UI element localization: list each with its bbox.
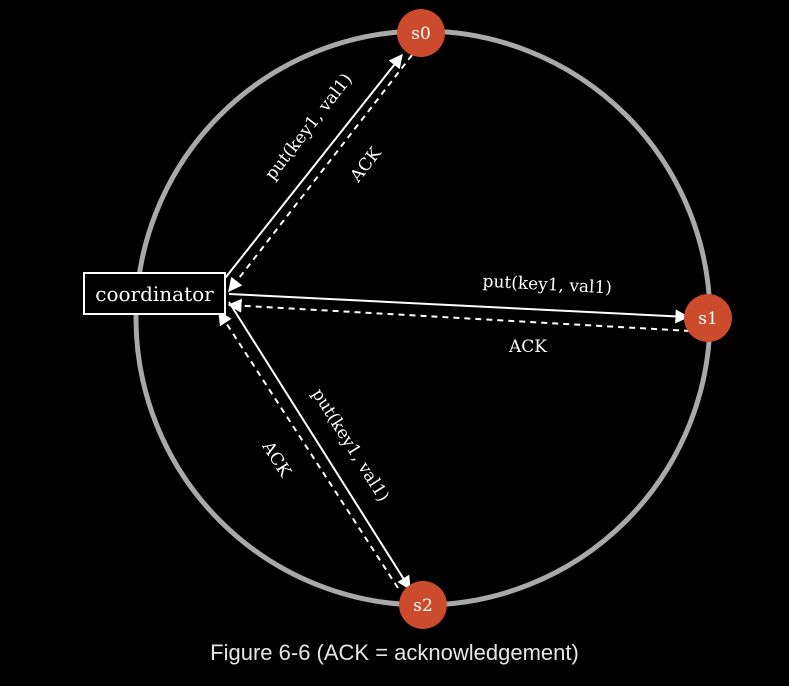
ack-arrow-s0 (228, 54, 413, 293)
coordinator-box-inner (85, 274, 224, 313)
figure-caption: Figure 6-6 (ACK = acknowledgement) (210, 640, 579, 665)
ack-label-s1: ACK (508, 337, 547, 357)
request-arrow-s0 (221, 53, 403, 283)
server-circle-s0 (397, 9, 445, 57)
server-label-s2: s2 (413, 596, 433, 616)
request-label-s0: put(key1, val1) (261, 70, 356, 184)
request-arrow-s1 (228, 293, 690, 324)
coordinator-node: coordinator (83, 272, 226, 315)
request-arrow-s2 (228, 301, 411, 591)
server-label-s1: s1 (698, 309, 718, 329)
ack-label-s0: ACK (346, 144, 386, 187)
ack-arrow-s1 (227, 298, 691, 332)
request-label-s1: put(key1, val1) (482, 272, 612, 299)
server-label-s0: s0 (411, 24, 431, 44)
server-circle-s2 (399, 581, 447, 629)
server-node-s1: s1 (684, 294, 732, 342)
server-circle-s1 (684, 294, 732, 342)
server-node-s0: s0 (397, 9, 445, 57)
ack-label-s2: ACK (257, 437, 295, 481)
coordinator-label: coordinator (95, 282, 214, 306)
server-node-s2: s2 (399, 581, 447, 629)
